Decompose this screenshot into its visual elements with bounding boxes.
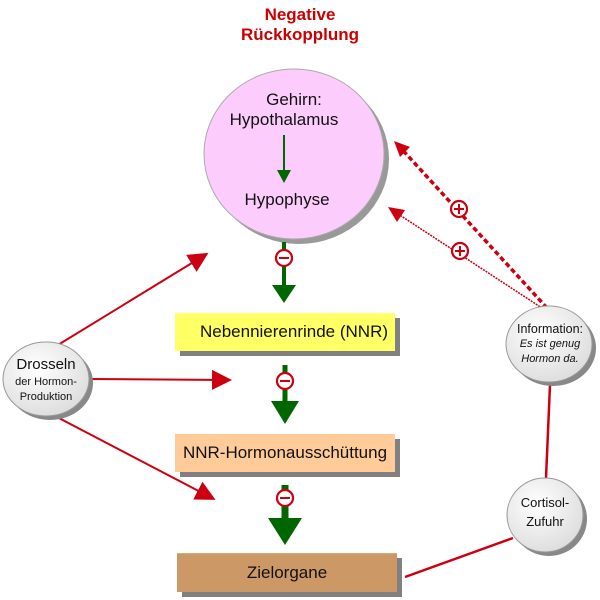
feedback-arrow-thin (391, 209, 546, 311)
title-line-2: Rückkopplung (240, 25, 360, 44)
feedback-arrow-thick (396, 143, 549, 310)
nnr-label: Nebennierenrinde (NNR) (199, 322, 389, 341)
hormone-release-box: NNR-Hormonausschüttung (175, 434, 395, 472)
brain-label-hypothalamus: Hypothalamus (229, 110, 339, 129)
information-label-1: Information: (516, 322, 583, 336)
throttle-label-1: Drosseln (16, 356, 76, 373)
minus-sign-1 (274, 248, 294, 268)
brain-label-hypophyse: Hypophyse (244, 190, 330, 209)
brain-circle (203, 68, 389, 244)
information-label-3: Hormon da. (521, 353, 579, 365)
minus-sign-3 (275, 488, 295, 508)
plus-sign-1 (449, 199, 469, 219)
arrow-throttle-to-nnr (89, 369, 232, 390)
target-organs-label: Zielorgane (246, 563, 328, 582)
brain-label-top: Gehirn: (266, 90, 322, 109)
information-node (505, 305, 596, 386)
hypothalamus-hypophyse-arrow (277, 135, 291, 183)
feedback-arrow-thick-head (394, 141, 410, 157)
information-label-2: Es ist genug (519, 338, 581, 350)
throttle-label-2: der Hormon- (15, 376, 77, 388)
cortisol-label-2: Zufuhr (526, 514, 564, 529)
cortisol-label-1: Cortisol- (520, 495, 570, 510)
minus-sign-2 (275, 371, 295, 391)
hormone-release-label: NNR-Hormonausschüttung (182, 443, 388, 462)
feedback-arrow-thin-head (388, 207, 405, 222)
plus-sign-2 (450, 241, 470, 261)
line-info-to-cortisol (544, 384, 552, 479)
arrow-throttle-to-brain (52, 252, 209, 349)
brain-body (203, 68, 385, 240)
line-cortisol-to-target (404, 536, 514, 579)
title-line-1: Negative (264, 5, 336, 24)
arrow-throttle-to-hormone (54, 415, 216, 500)
cortisol-node (506, 477, 587, 556)
throttle-label-3: Produktion (19, 391, 73, 403)
target-organs-box: Zielorgane (177, 553, 397, 592)
nnr-box: Nebennierenrinde (NNR) (175, 313, 395, 351)
throttle-node (2, 341, 93, 420)
